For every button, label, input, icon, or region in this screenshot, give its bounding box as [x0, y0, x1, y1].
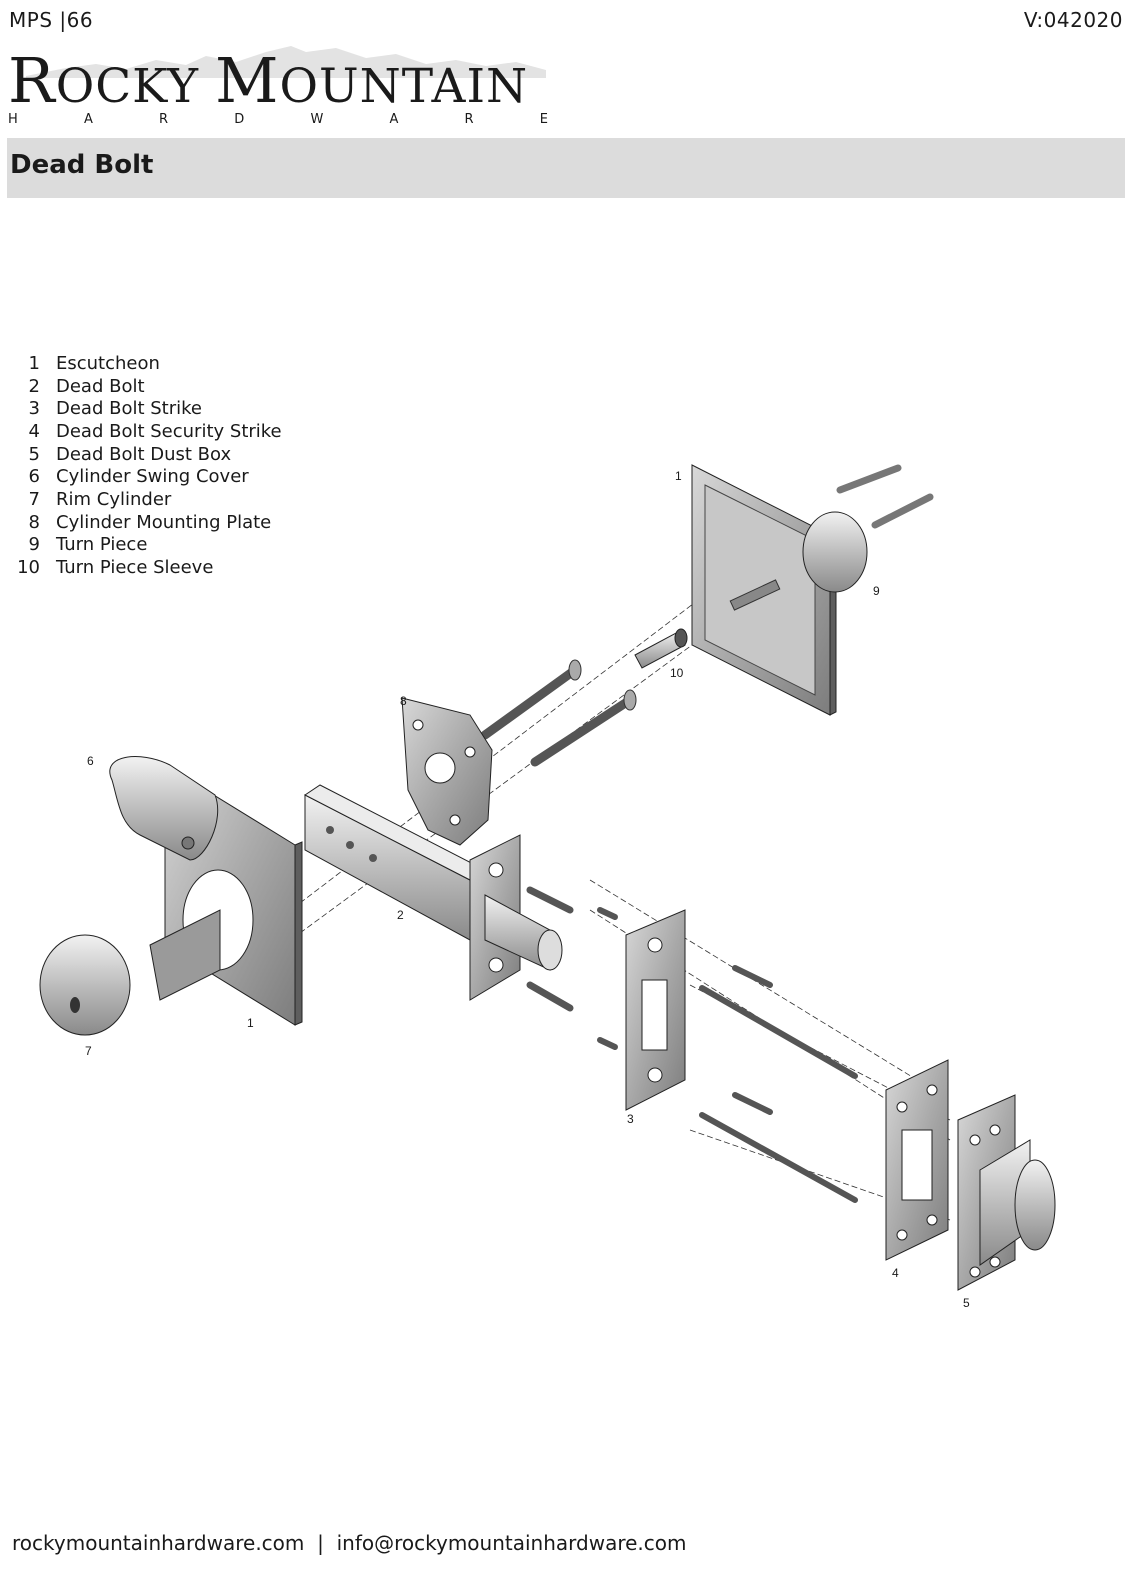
callout-rim-cylinder: 7	[85, 1044, 92, 1058]
version-label: V:042020	[1023, 8, 1123, 32]
mounting-screws	[480, 659, 637, 767]
page-title: Dead Bolt	[10, 150, 154, 180]
callout-escutcheon: 1	[675, 469, 682, 483]
dead-bolt-strike	[625, 909, 686, 1111]
footer: rockymountainhardware.com | info@rockymo…	[12, 1531, 687, 1555]
bolt-screws	[526, 886, 574, 1012]
dead-bolt	[304, 784, 563, 1001]
title-bar: Dead Bolt	[7, 138, 1125, 198]
escutcheon-back	[691, 464, 837, 716]
callout-escutcheon-front: 1	[247, 1016, 254, 1030]
email-link[interactable]: info@rockymountainhardware.com	[336, 1531, 687, 1555]
brand-subtitle: H A R D W A R E	[8, 112, 548, 127]
strike-screws	[597, 907, 858, 1203]
exploded-diagram: 1 9 10 8 6 2 1 7 3 4 5	[39, 464, 1056, 1310]
callout-strike: 3	[627, 1112, 634, 1126]
cylinder-mounting-plate	[401, 697, 493, 846]
footer-separator: |	[317, 1531, 324, 1555]
callout-swing-cover: 6	[87, 754, 94, 768]
dead-bolt-security-strike	[885, 1059, 949, 1261]
dead-bolt-dust-box	[957, 1094, 1056, 1291]
callout-mounting-plate: 8	[400, 694, 407, 708]
callout-security-strike: 4	[892, 1266, 899, 1280]
brand-logo: ROCKY MOUNTAIN H A R D W A R E	[6, 38, 554, 133]
turn-piece	[802, 464, 934, 593]
website-link[interactable]: rockymountainhardware.com	[12, 1531, 305, 1555]
mountain-silhouette-icon	[26, 46, 546, 78]
callout-turn-piece: 9	[873, 584, 880, 598]
brand-name: ROCKY MOUNTAIN	[8, 44, 529, 117]
callout-turn-piece-sleeve: 10	[670, 666, 684, 680]
document-code: MPS |66	[9, 8, 94, 32]
rim-cylinder	[39, 909, 221, 1036]
turn-piece-sleeve	[634, 628, 688, 669]
callout-dead-bolt: 2	[397, 908, 404, 922]
callout-dust-box: 5	[963, 1296, 970, 1310]
